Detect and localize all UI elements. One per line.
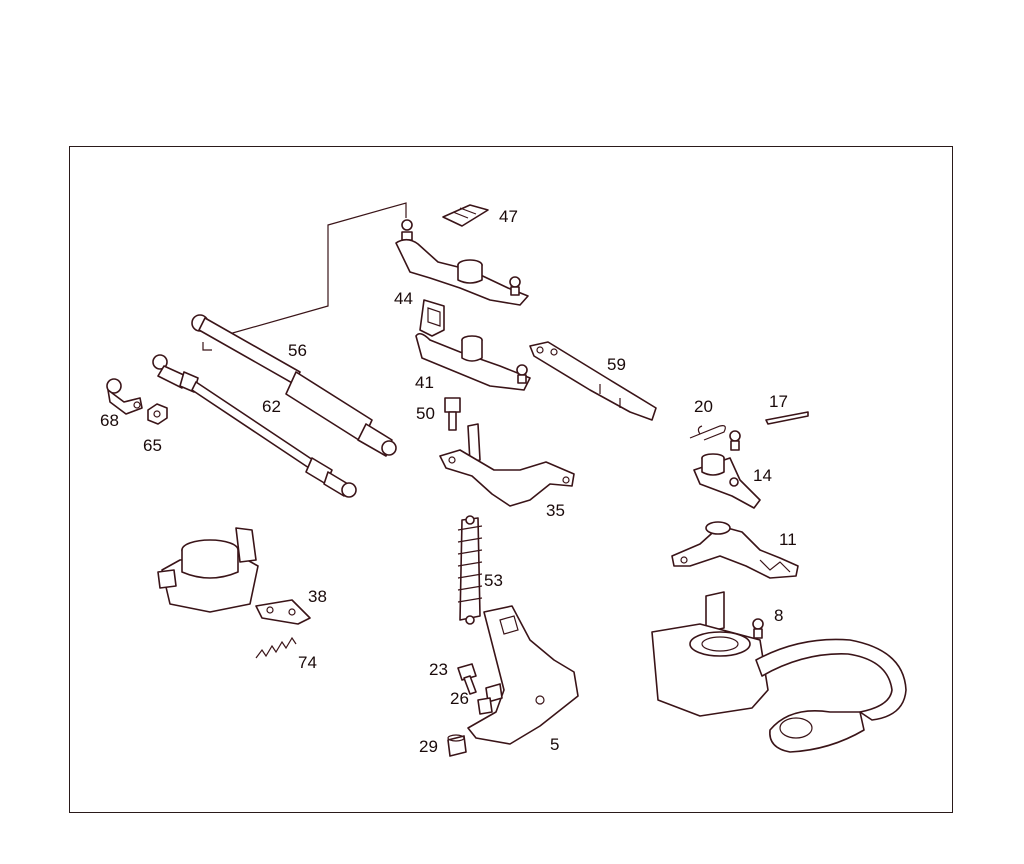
diagram-frame xyxy=(69,146,953,813)
callout-50: 50 xyxy=(416,404,435,423)
part-68-socket xyxy=(106,378,143,415)
part-26-stud xyxy=(477,683,503,715)
callout-8: 8 xyxy=(774,606,783,625)
callout-11: 11 xyxy=(779,530,797,549)
part-65-nut xyxy=(147,403,168,425)
callout-5: 5 xyxy=(550,735,559,754)
callout-62: 62 xyxy=(262,397,281,416)
callout-29: 29 xyxy=(419,737,438,756)
callout-26: 26 xyxy=(450,689,469,708)
part-23-bolt xyxy=(457,663,477,695)
callout-17: 17 xyxy=(769,392,788,411)
callout-38: 38 xyxy=(308,587,327,606)
leader-line-56 xyxy=(202,202,407,351)
part-38-gasket xyxy=(255,599,311,625)
callout-41: 41 xyxy=(415,373,434,392)
part-upper-lever xyxy=(395,219,529,306)
part-56-strut xyxy=(191,314,397,457)
part-35-bracket xyxy=(439,423,575,507)
callout-56: 56 xyxy=(288,341,307,360)
callout-65: 65 xyxy=(143,436,162,455)
part-59-rod xyxy=(529,341,657,421)
callout-35: 35 xyxy=(546,501,565,520)
part-44-41-lever xyxy=(415,299,531,391)
part-8-actuator xyxy=(651,591,907,753)
part-53-spring xyxy=(457,515,483,625)
part-29-bushing xyxy=(447,734,467,757)
part-14-lever xyxy=(693,430,761,509)
callout-68: 68 xyxy=(100,411,119,430)
callout-53: 53 xyxy=(484,571,503,590)
part-62-rod xyxy=(152,354,357,498)
part-74-spring xyxy=(255,636,297,659)
callout-20: 20 xyxy=(694,397,713,416)
part-47-clip xyxy=(442,204,489,227)
part-throttle-body xyxy=(157,527,259,613)
callout-14: 14 xyxy=(753,466,772,485)
part-50-bolt xyxy=(444,397,461,431)
part-17-pin xyxy=(765,411,809,425)
callout-44: 44 xyxy=(394,289,413,308)
callout-47: 47 xyxy=(499,207,518,226)
callout-23: 23 xyxy=(429,660,448,679)
callout-74: 74 xyxy=(298,653,317,672)
part-20-clip xyxy=(689,425,726,441)
part-11-lever xyxy=(671,521,799,579)
part-5-bracket xyxy=(467,605,579,745)
callout-59: 59 xyxy=(607,355,626,374)
